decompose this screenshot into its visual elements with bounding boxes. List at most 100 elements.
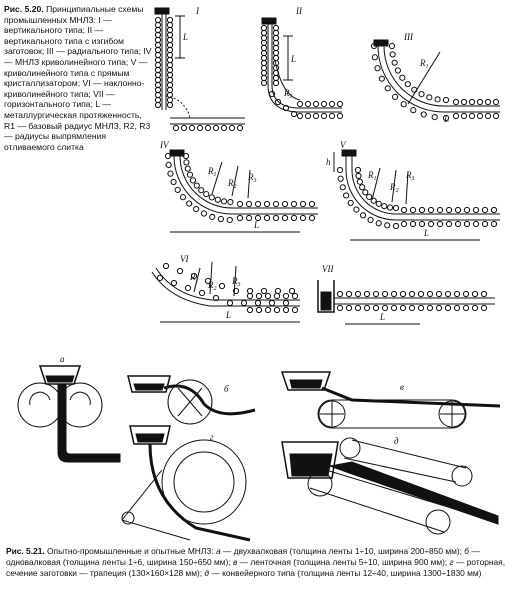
scheme-vii-l: L <box>379 312 385 322</box>
scheme-vi-r2-sub: 2 <box>214 286 217 292</box>
roller <box>400 101 407 108</box>
roller <box>260 44 268 52</box>
roller <box>217 215 224 223</box>
caption-item: д — конвейерного типа (толщина ленты 12÷… <box>204 568 481 578</box>
scheme-vii-label: VII <box>322 264 334 274</box>
scheme-ii-l: L <box>290 54 296 64</box>
roller <box>328 100 336 108</box>
roller <box>272 79 280 87</box>
roller <box>227 198 234 206</box>
scheme-v-r1: R <box>367 170 374 180</box>
roller <box>209 213 216 220</box>
roller <box>154 101 162 109</box>
figure-5-21-title: Опытно-промышленные и опытные МНЛЗ: <box>47 546 214 556</box>
roller <box>336 290 344 298</box>
roller <box>312 100 320 108</box>
roller <box>212 124 220 132</box>
roller <box>308 200 316 208</box>
roller <box>426 304 434 312</box>
figure-5-20-number: Рис. 5.20. <box>4 4 44 14</box>
roller <box>272 29 280 37</box>
roller <box>444 304 452 312</box>
roller <box>381 290 389 298</box>
roller <box>471 290 479 298</box>
roller <box>371 54 378 61</box>
roller <box>345 290 353 298</box>
roller <box>189 177 197 184</box>
scheme-v: V h R1 R2 R3 L <box>326 140 500 241</box>
roller <box>399 74 406 81</box>
roller <box>154 46 162 54</box>
roller <box>166 76 174 84</box>
scheme-iii-r-sub: 1 <box>426 64 429 70</box>
roller <box>304 112 312 120</box>
roller <box>435 290 443 298</box>
roller <box>434 96 441 103</box>
roller <box>410 107 417 114</box>
roller <box>304 100 312 108</box>
roller <box>166 51 174 59</box>
roller <box>154 86 162 94</box>
roller <box>193 205 200 213</box>
roller <box>452 98 460 106</box>
roller <box>166 16 174 24</box>
roller <box>246 292 254 300</box>
roller <box>165 161 172 169</box>
roller <box>228 124 236 132</box>
roller <box>347 199 354 207</box>
roller <box>308 214 316 222</box>
roller <box>404 81 411 88</box>
roller <box>272 34 280 42</box>
roller <box>381 304 389 312</box>
roller <box>193 182 200 189</box>
panel-b-single-roll: б <box>127 375 256 425</box>
roller <box>170 279 178 287</box>
roller <box>268 90 276 98</box>
scheme-iv-r1: R <box>207 166 214 176</box>
roller <box>263 200 271 208</box>
roller <box>263 214 271 222</box>
roller <box>356 178 363 185</box>
figure-5-20-caption: Рис. 5.20. Принципиальные схемы промышле… <box>4 4 154 152</box>
roller <box>232 287 240 295</box>
roller <box>409 220 417 228</box>
roller <box>362 189 369 196</box>
caption-item-text: — конвейерного типа (толщина ленты 12÷40… <box>209 568 482 578</box>
roller <box>418 206 426 214</box>
roller <box>476 112 484 120</box>
svg-text:R3: R3 <box>247 172 257 184</box>
roller <box>354 290 362 298</box>
roller <box>484 98 492 106</box>
scheme-ii-r-sub: 1 <box>290 94 293 100</box>
caption-item-letter: в <box>233 557 238 567</box>
caption-item: в — ленточная (толщина ленты 5÷10, ширин… <box>233 557 450 567</box>
svg-text:R2: R2 <box>389 182 399 194</box>
roller <box>166 41 174 49</box>
roller <box>260 29 268 37</box>
roller <box>255 292 263 300</box>
roller <box>204 277 212 285</box>
roller <box>462 290 470 298</box>
scheme-vi-r1: R <box>189 272 196 282</box>
scheme-iv-r2-sub: 2 <box>234 184 237 190</box>
roller <box>190 272 198 280</box>
roller <box>154 31 162 39</box>
roller <box>272 214 280 222</box>
roller <box>394 67 401 74</box>
roller <box>375 220 382 227</box>
roller <box>282 292 290 300</box>
scheme-v-label: V <box>340 140 347 150</box>
roller <box>399 290 407 298</box>
roller <box>281 214 289 222</box>
scheme-v-h: h <box>326 157 331 167</box>
figure-5-21-items: а — двухвалковая (толщина ленты 1÷10, ши… <box>6 546 505 578</box>
panel-a-label: а <box>60 354 65 364</box>
roller <box>400 220 408 228</box>
scheme-iii-label: III <box>403 32 414 42</box>
roller <box>288 287 296 295</box>
roller <box>236 214 244 222</box>
roller <box>183 159 190 166</box>
roller <box>384 85 391 92</box>
roller <box>460 98 468 106</box>
